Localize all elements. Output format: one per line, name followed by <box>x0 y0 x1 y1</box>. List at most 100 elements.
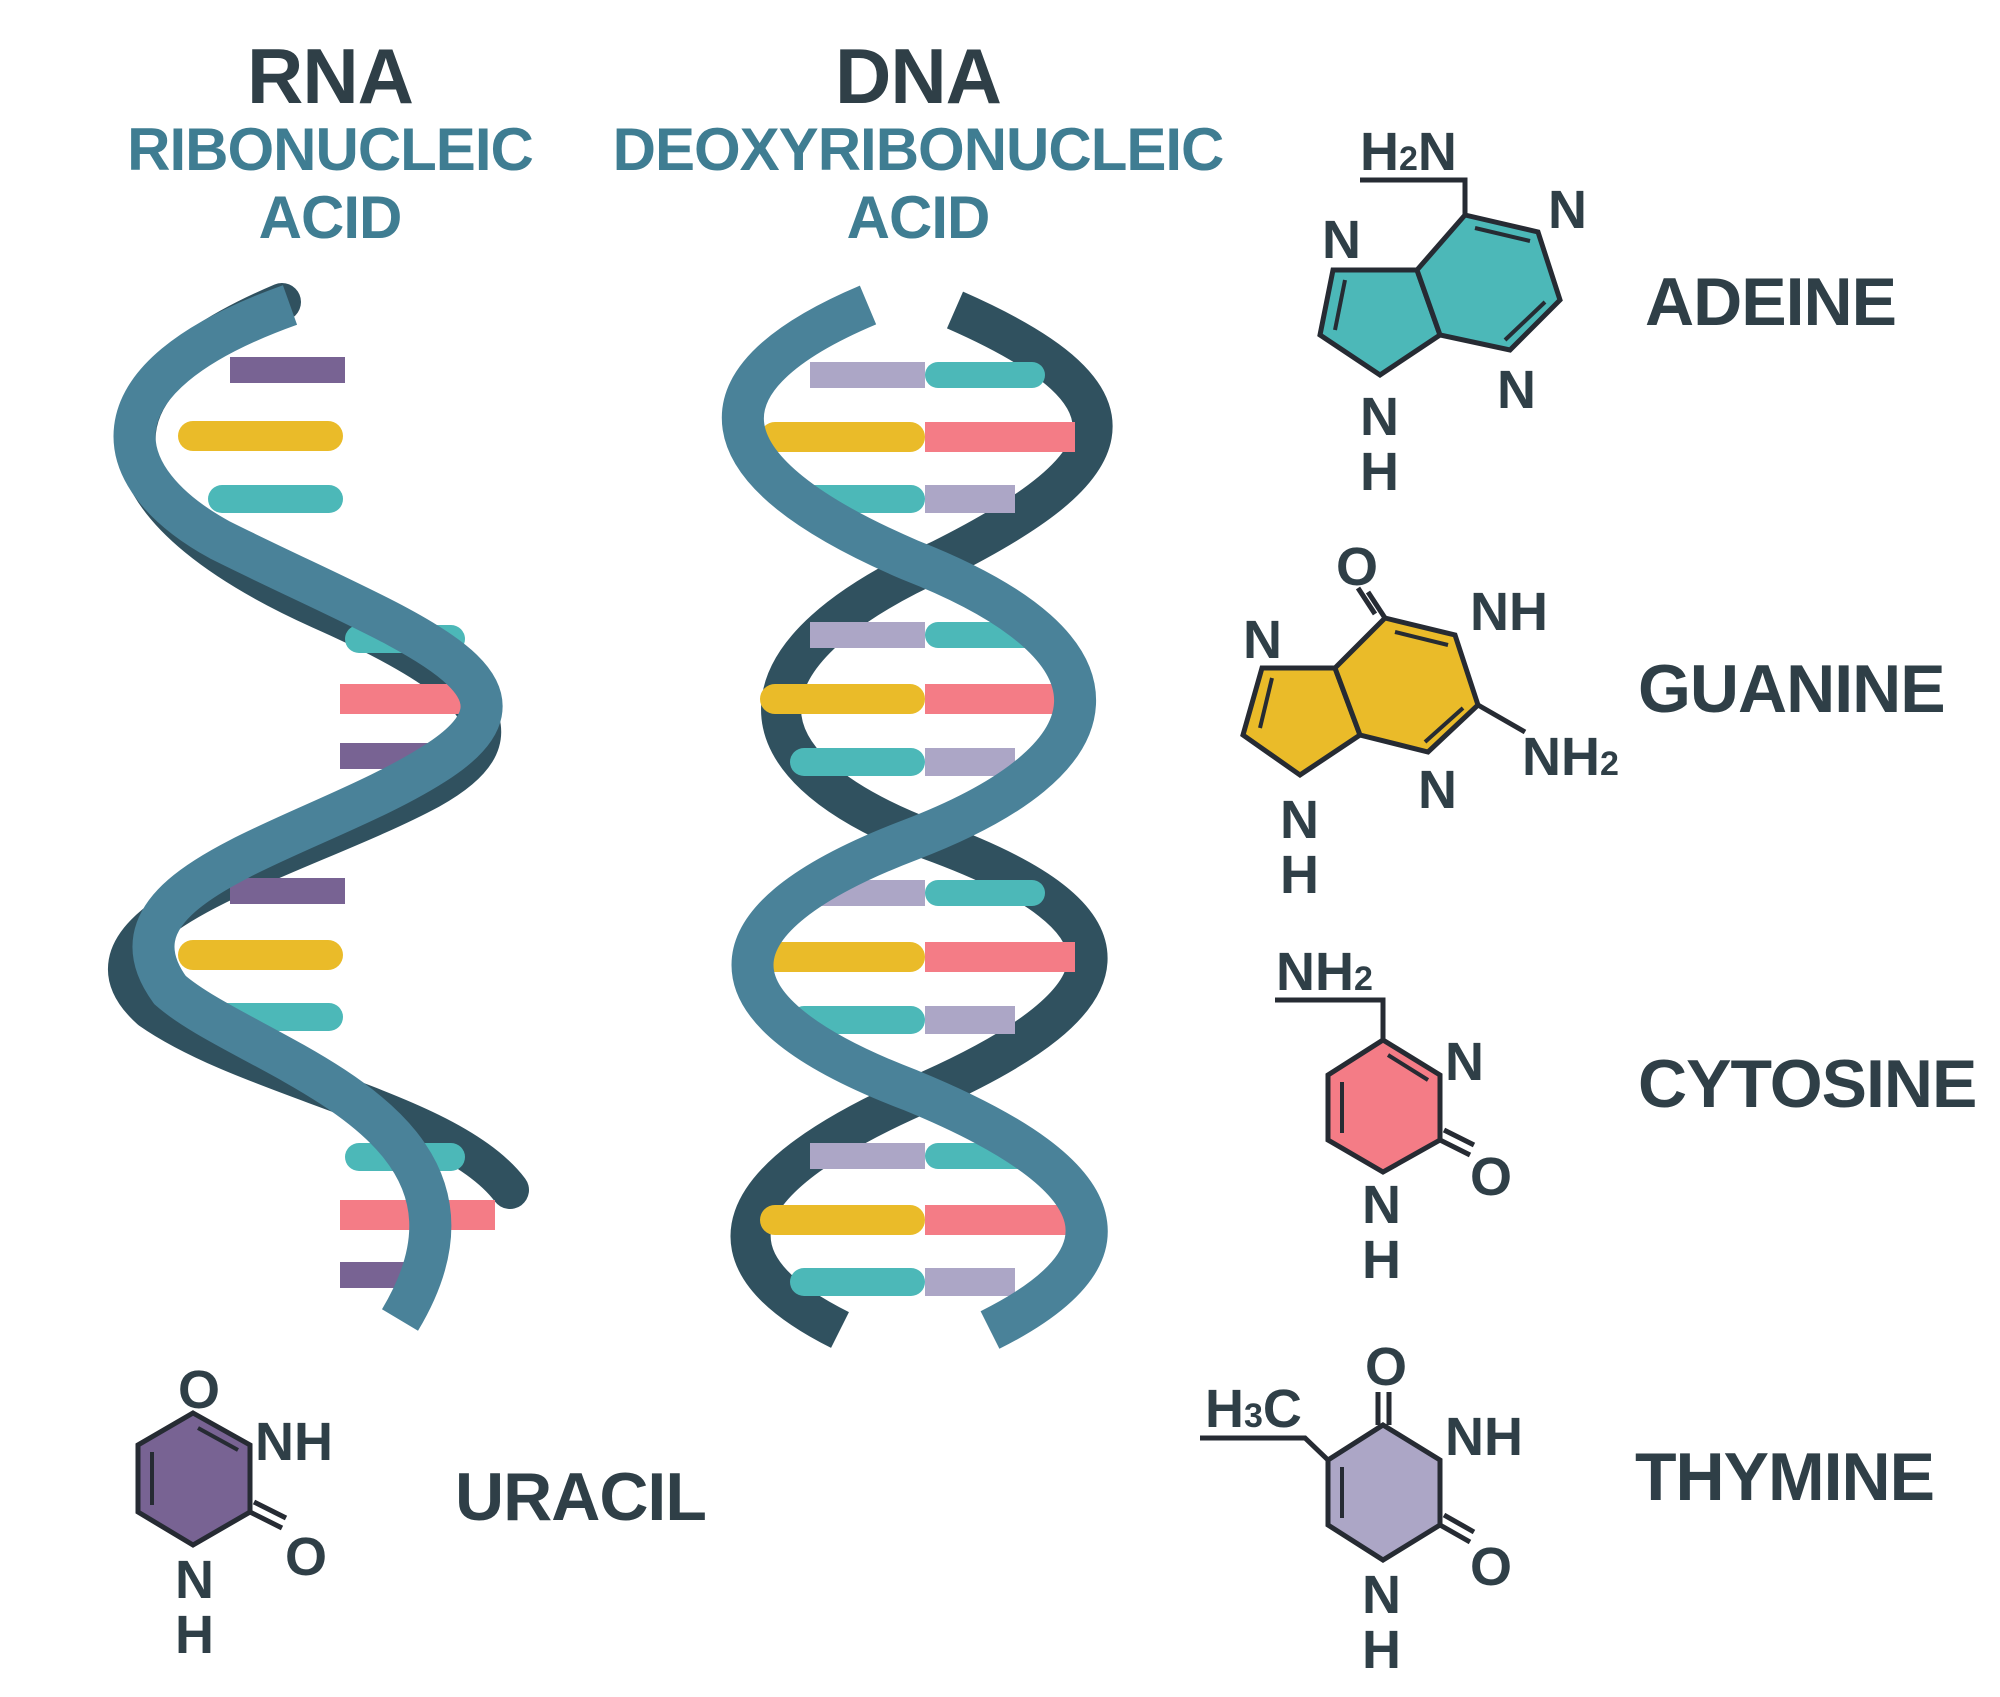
cytosine-amine-bond <box>1275 997 1386 1040</box>
cytosine-n-label: N <box>1445 1032 1484 1092</box>
guanine-six-ring <box>1332 615 1481 755</box>
guanine-oxo-bond <box>1355 586 1378 616</box>
rna-helix <box>108 283 529 1331</box>
dna-rung <box>925 748 1015 776</box>
adenine-n-left: N <box>1322 210 1361 270</box>
dna-rung <box>810 622 925 648</box>
adenine-n-right: N <box>1548 180 1587 240</box>
dna-rung <box>810 1143 925 1169</box>
uracil-h-bottom: H <box>175 1605 214 1665</box>
dna-subtitle-line2: ACID <box>847 184 990 251</box>
guanine-amine-label: NH2 <box>1522 727 1619 787</box>
rna-heading: RNA RIBONUCLEIC ACID <box>127 32 534 251</box>
dna-helix <box>721 285 1113 1349</box>
dna-rung <box>925 422 1075 452</box>
cytosine-double-bond <box>1386 1053 1430 1082</box>
adenine-amine-bond <box>1360 177 1468 215</box>
rna-rung <box>208 485 343 513</box>
guanine-nh-label: NH <box>1470 582 1548 642</box>
cytosine-h-bottom: H <box>1362 1230 1401 1290</box>
dna-heading: DNA DEOXYRIBONUCLEIC ACID <box>613 32 1225 251</box>
cytosine-ring <box>1325 1037 1443 1175</box>
dna-rung <box>760 1205 925 1235</box>
rna-strand-front <box>113 285 503 1331</box>
thymine-oxo-bond <box>1442 1512 1476 1535</box>
uracil-o-top: O <box>178 1360 220 1420</box>
cytosine-amine-label: NH2 <box>1276 942 1373 1002</box>
guanine-amine-bond <box>1476 702 1527 735</box>
adenine-n-lower: N <box>1497 360 1536 420</box>
rna-rung <box>230 878 345 904</box>
adenine-amine-label: H2N <box>1360 122 1457 182</box>
cytosine-o-label: O <box>1470 1147 1512 1207</box>
uracil-o-label: O <box>285 1527 327 1587</box>
dna-title: DNA <box>835 32 1001 120</box>
dna-rung <box>925 942 1075 972</box>
dna-rung <box>790 748 925 776</box>
thymine-nh-label: NH <box>1445 1407 1523 1467</box>
dna-rung <box>790 1268 925 1296</box>
adenine-n-bottom: N <box>1360 387 1399 447</box>
dna-strand-front <box>721 285 1108 1349</box>
dna-rung <box>925 362 1045 388</box>
guanine-n-left: N <box>1243 610 1282 670</box>
adenine-double-bond <box>1503 300 1547 342</box>
guanine-oxo-bond <box>1365 590 1388 620</box>
dna-rung <box>760 422 925 452</box>
dna-rung <box>925 1006 1015 1034</box>
thymine-o-top: O <box>1365 1337 1407 1397</box>
cytosine-oxo-bond <box>1442 1127 1476 1148</box>
cytosine-n-bottom: N <box>1362 1175 1401 1235</box>
adenine-six-ring <box>1414 212 1563 353</box>
rna-subtitle-line2: ACID <box>259 184 402 251</box>
thymine-ring <box>1325 1422 1443 1563</box>
dna-rung <box>760 684 925 714</box>
thymine-h-bottom: H <box>1362 1620 1401 1680</box>
thymine-o-label: O <box>1470 1537 1512 1597</box>
uracil-oxo-bond <box>248 1509 284 1531</box>
cytosine-structure: NH2 N O N H CYTOSINE <box>1275 942 1977 1290</box>
dna-rung <box>925 880 1045 906</box>
dna-rung <box>925 684 1075 714</box>
dna-rung <box>925 1268 1015 1296</box>
guanine-double-bond <box>1258 677 1274 729</box>
guanine-n-lower: N <box>1418 760 1457 820</box>
thymine-oxo-bond <box>1438 1522 1472 1545</box>
adenine-double-bond <box>1333 279 1347 331</box>
cytosine-label: CYTOSINE <box>1638 1046 1976 1122</box>
rna-rung <box>230 357 345 383</box>
dna-subtitle-line1: DEOXYRIBONUCLEIC <box>613 116 1224 183</box>
dna-rung <box>925 1205 1075 1235</box>
guanine-o-label: O <box>1336 537 1378 597</box>
uracil-nh-label: NH <box>255 1412 333 1472</box>
rna-rung <box>178 940 343 970</box>
rna-title: RNA <box>247 32 413 120</box>
adenine-double-bond <box>1474 226 1531 243</box>
dna-rung <box>760 942 925 972</box>
guanine-double-bond <box>1423 706 1465 744</box>
uracil-double-bond <box>197 1426 239 1452</box>
guanine-label: GUANINE <box>1638 651 1945 727</box>
adenine-structure: H2N N N N N H ADEINE <box>1317 122 1897 502</box>
uracil-label: URACIL <box>455 1459 706 1535</box>
rna-rung <box>178 421 343 451</box>
thymine-structure: H3C O NH O N H THYMINE <box>1200 1337 1935 1680</box>
thymine-methyl-bond <box>1200 1435 1330 1462</box>
adenine-h-bottom: H <box>1360 442 1399 502</box>
guanine-structure: O NH N N NH2 N H GUANINE <box>1240 537 1946 905</box>
guanine-h-bottom: H <box>1280 845 1319 905</box>
uracil-ring <box>135 1410 253 1548</box>
guanine-double-bond <box>1394 630 1449 647</box>
rna-subtitle-line1: RIBONUCLEIC <box>127 116 533 183</box>
dna-rung <box>925 485 1015 513</box>
dna-rung <box>810 362 925 388</box>
uracil-n-bottom: N <box>175 1550 214 1610</box>
guanine-n-bottom: N <box>1280 790 1319 850</box>
thymine-methyl-label: H3C <box>1205 1379 1302 1439</box>
cytosine-oxo-bond <box>1438 1137 1472 1158</box>
uracil-structure: O NH O N H URACIL <box>135 1360 707 1665</box>
uracil-oxo-bond <box>252 1499 288 1521</box>
thymine-n-bottom: N <box>1362 1565 1401 1625</box>
adenine-label: ADEINE <box>1645 264 1896 340</box>
